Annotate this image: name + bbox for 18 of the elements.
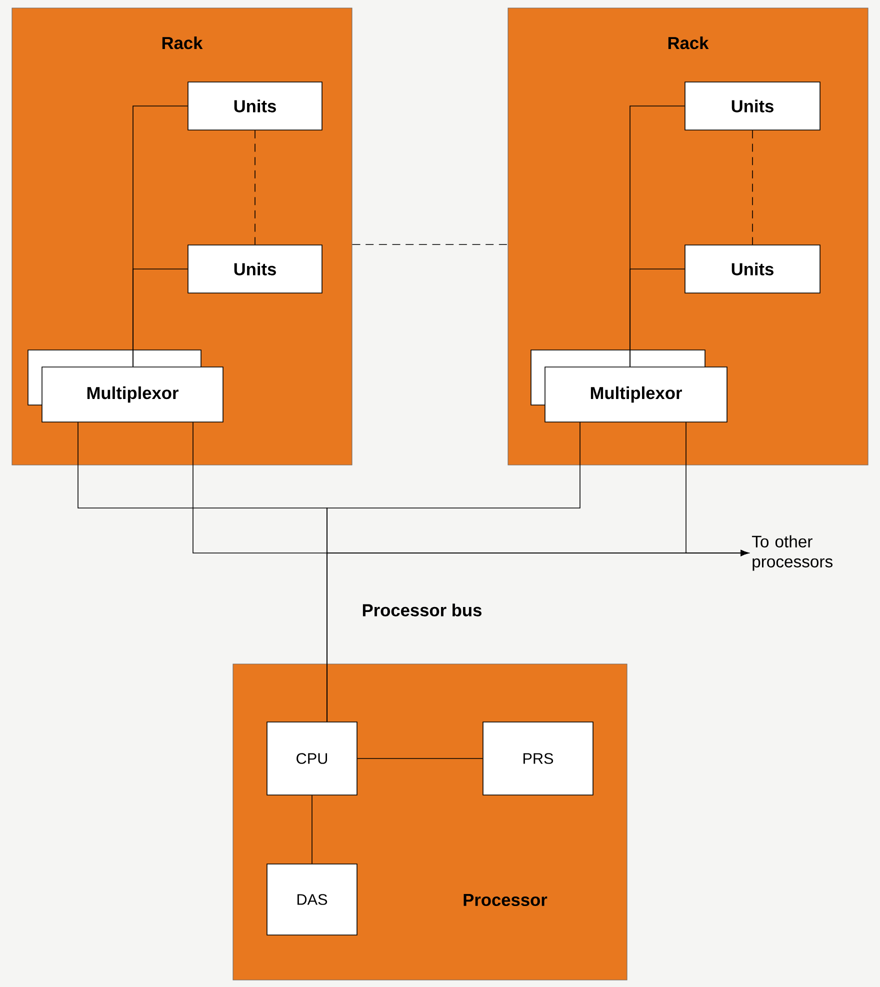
dashed-line bbox=[352, 244, 508, 245]
dashed-line bbox=[254, 130, 256, 245]
units-box: Units bbox=[188, 244, 322, 294]
units-box: Units bbox=[188, 82, 322, 130]
multiplexor-box: Multiplexor bbox=[530, 350, 728, 422]
units-box: Units bbox=[684, 82, 820, 130]
dashed-line bbox=[752, 130, 753, 245]
edge-label: To other processors bbox=[752, 535, 832, 571]
multiplexor-box: Multiplexor bbox=[28, 350, 224, 422]
units-box: Units bbox=[684, 244, 820, 294]
module-box: PRS bbox=[482, 722, 594, 796]
arrow bbox=[326, 550, 749, 722]
bus-label: Processor bus bbox=[362, 604, 482, 616]
connector-line bbox=[630, 268, 685, 367]
connector-line bbox=[357, 758, 483, 759]
module-box: CPU bbox=[266, 722, 358, 796]
module-box: DAS bbox=[266, 864, 358, 936]
connector-line bbox=[132, 268, 188, 367]
